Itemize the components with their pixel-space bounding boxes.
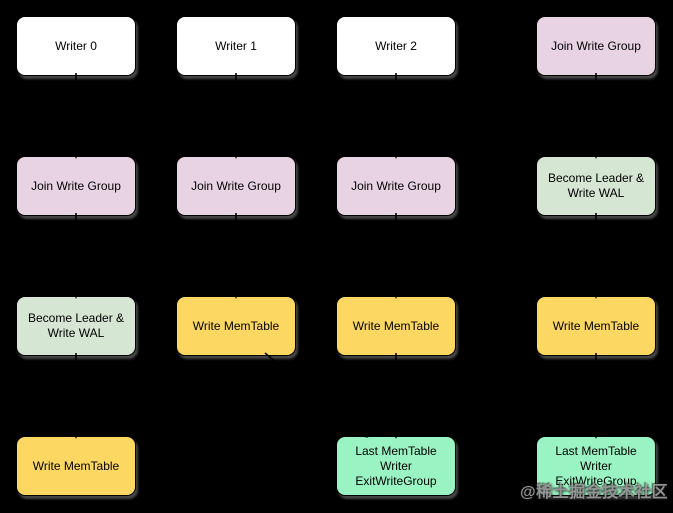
node-writer-1: Writer 1	[176, 16, 296, 76]
node-memtable-writer-3: Write MemTable	[536, 296, 656, 356]
node-join-writer-3: Join Write Group	[536, 16, 656, 76]
node-exit-writer-3: Last MemTable Writer ExitWriteGroup	[536, 436, 656, 496]
node-memtable-writer-0: Write MemTable	[16, 436, 136, 496]
node-join-writer-2: Join Write Group	[336, 156, 456, 216]
node-leader-writer-3: Become Leader & Write WAL	[536, 156, 656, 216]
node-join-writer-1: Join Write Group	[176, 156, 296, 216]
node-memtable-writer-2: Write MemTable	[336, 296, 456, 356]
node-writer-0: Writer 0	[16, 16, 136, 76]
node-writer-2: Writer 2	[336, 16, 456, 76]
node-join-writer-0: Join Write Group	[16, 156, 136, 216]
node-memtable-writer-1: Write MemTable	[176, 296, 296, 356]
node-exit-writer-2: Last MemTable Writer ExitWriteGroup	[336, 436, 456, 496]
node-leader-writer-0: Become Leader & Write WAL	[16, 296, 136, 356]
watermark: @稀土掘金技术社区	[520, 484, 669, 501]
